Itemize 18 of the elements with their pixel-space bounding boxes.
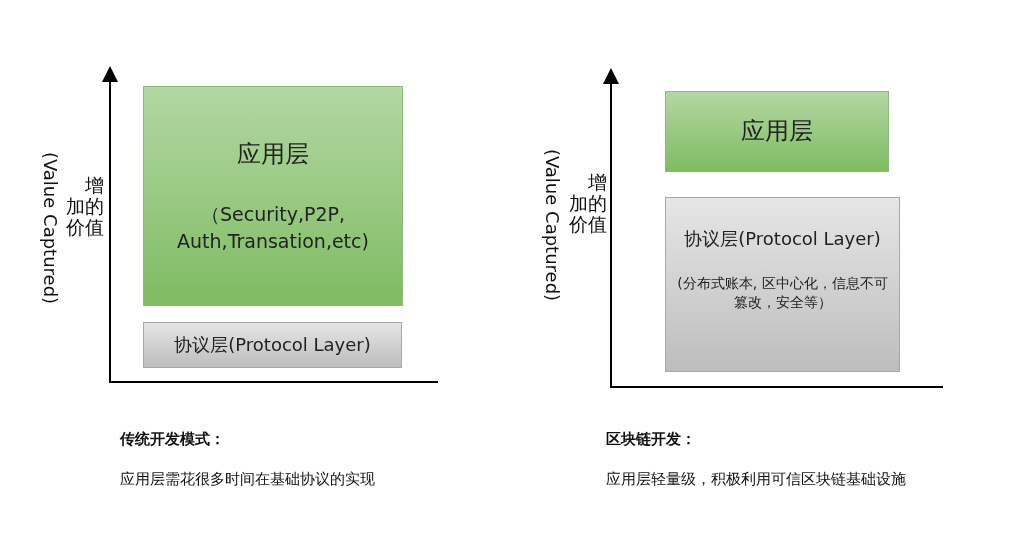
section-heading: 区块链开发： xyxy=(606,430,696,449)
axis-label: 增加的价值 xyxy=(569,172,607,235)
section-heading: 传统开发模式： xyxy=(120,430,225,449)
section-note: 应用层轻量级，积极利用可信区块链基础设施 xyxy=(606,470,906,489)
layer-title: 应用层 xyxy=(237,138,309,170)
layer-title: 协议层(Protocol Layer) xyxy=(684,227,881,252)
application-layer-box xyxy=(665,91,889,172)
axis-label: (Value Captured) xyxy=(39,151,61,305)
axis-label: 增加的价值 xyxy=(66,175,104,238)
protocol-layer-box xyxy=(665,197,900,372)
protocol-layer-box xyxy=(143,322,402,368)
section-note: 应用层需花很多时间在基础协议的实现 xyxy=(120,470,375,489)
layer-description: (分布式账本, 区中心化，信息不可篡改，安全等） xyxy=(676,273,889,313)
layer-title: 协议层(Protocol Layer) xyxy=(174,333,371,358)
layer-title: 应用层 xyxy=(741,115,813,147)
axis-label: (Value Captured) xyxy=(541,148,563,302)
layer-description: （Security,P2P, Auth,Transation,etc) xyxy=(176,202,370,254)
application-layer-box xyxy=(143,86,403,306)
